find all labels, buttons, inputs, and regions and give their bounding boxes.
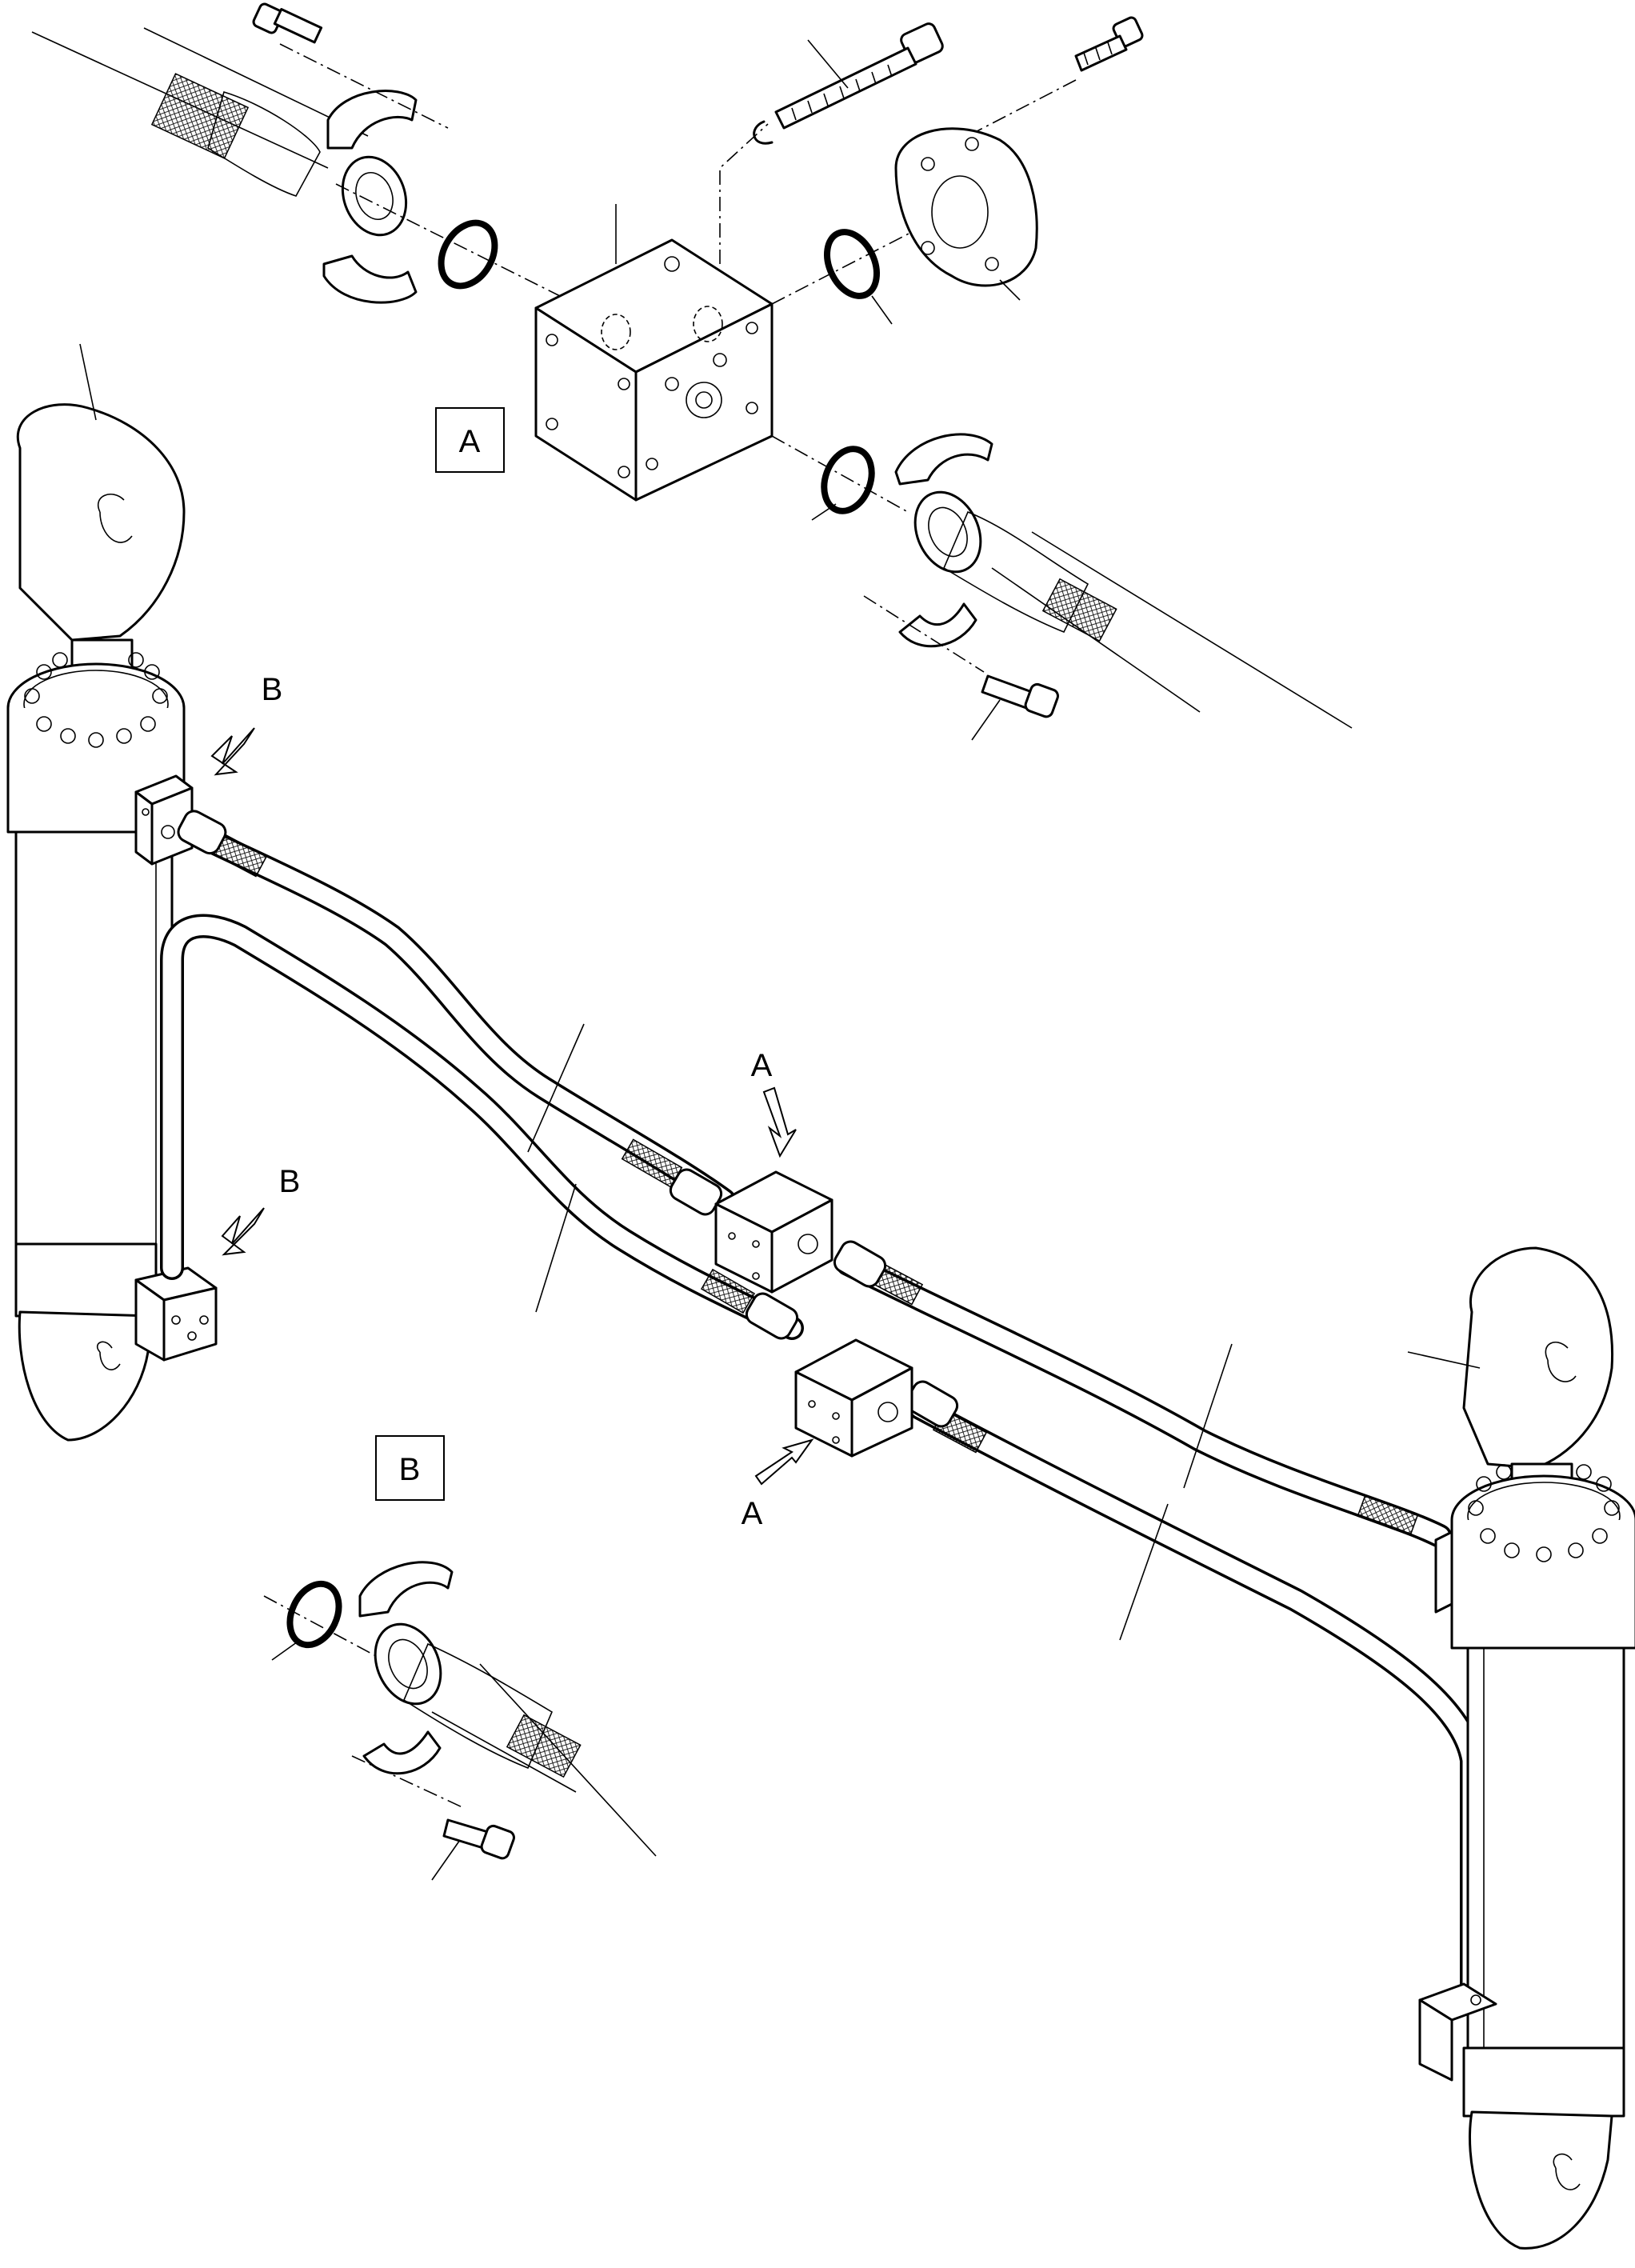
long-screw	[774, 22, 944, 130]
port-block-upper-left	[134, 774, 194, 866]
callout-b-upper-arrow	[210, 727, 255, 776]
port-block-lower-left	[134, 1266, 218, 1362]
bolt-lower-right	[971, 674, 1059, 741]
valve-block-a-upper	[714, 1170, 833, 1294]
callout-a-upper: A	[751, 1048, 797, 1158]
right-cylinder	[1407, 1246, 1635, 2250]
hose-upper	[180, 820, 736, 1212]
o-ring-detail-b	[286, 1580, 342, 1649]
left-cylinder	[6, 343, 186, 1442]
hose-lower	[160, 914, 804, 1340]
callout-a-lower-text: A	[742, 1496, 763, 1531]
detail-b-exploded-view: B	[263, 1435, 657, 1881]
small-screw-top-right	[1074, 16, 1144, 72]
bolt-circle-left	[24, 652, 168, 748]
port-block-right-top	[1434, 1530, 1453, 1614]
callout-b-lower-text: B	[279, 1164, 301, 1199]
label-box-a-text: A	[459, 424, 481, 459]
hose-lower-continued	[908, 1396, 1484, 1996]
callout-a-lower: A	[742, 1438, 814, 1531]
snap-ring	[753, 120, 774, 145]
o-ring-right	[824, 229, 880, 299]
o-ring-lower-right	[821, 446, 875, 514]
o-ring-left	[438, 219, 498, 290]
split-flange-upper-right	[894, 433, 993, 486]
split-flange-lower-left	[322, 254, 418, 304]
valve-block-a	[534, 238, 774, 502]
callout-b-lower: B	[221, 1164, 301, 1256]
split-flange-lower-right	[898, 602, 977, 648]
callout-a-upper-text: A	[751, 1048, 773, 1083]
label-box-b-text: B	[399, 1452, 421, 1487]
label-box-b	[375, 1435, 445, 1501]
callout-b-lower-arrow	[221, 1207, 265, 1256]
hose-fitting-top-left	[150, 73, 408, 237]
hose-fitting-detail-b	[374, 1622, 657, 1857]
callout-a-upper-arrow	[762, 1086, 797, 1158]
split-flange-upper-detail-b	[358, 1561, 454, 1618]
split-flange-upper-left	[326, 90, 418, 150]
bolt-circle-right	[1468, 1464, 1620, 1562]
callout-b-upper: B	[210, 672, 283, 776]
detail-a-exploded-view: A	[31, 2, 1353, 741]
callout-b-upper-text: B	[262, 672, 283, 707]
valve-block-a-lower	[794, 1338, 913, 1458]
label-box-a	[435, 407, 505, 473]
split-flange-lower-detail-b	[362, 1730, 442, 1775]
callout-a-lower-arrow	[754, 1438, 814, 1486]
main-assembly	[6, 343, 1635, 2250]
port-block-right-bottom	[1418, 1982, 1497, 2082]
bolt-detail-b	[431, 1818, 515, 1881]
bolt-top-left	[252, 2, 323, 44]
hose-fitting-lower-right	[913, 490, 1353, 729]
flange-plate	[894, 127, 1038, 301]
hose-upper-continued	[836, 1252, 1452, 1548]
